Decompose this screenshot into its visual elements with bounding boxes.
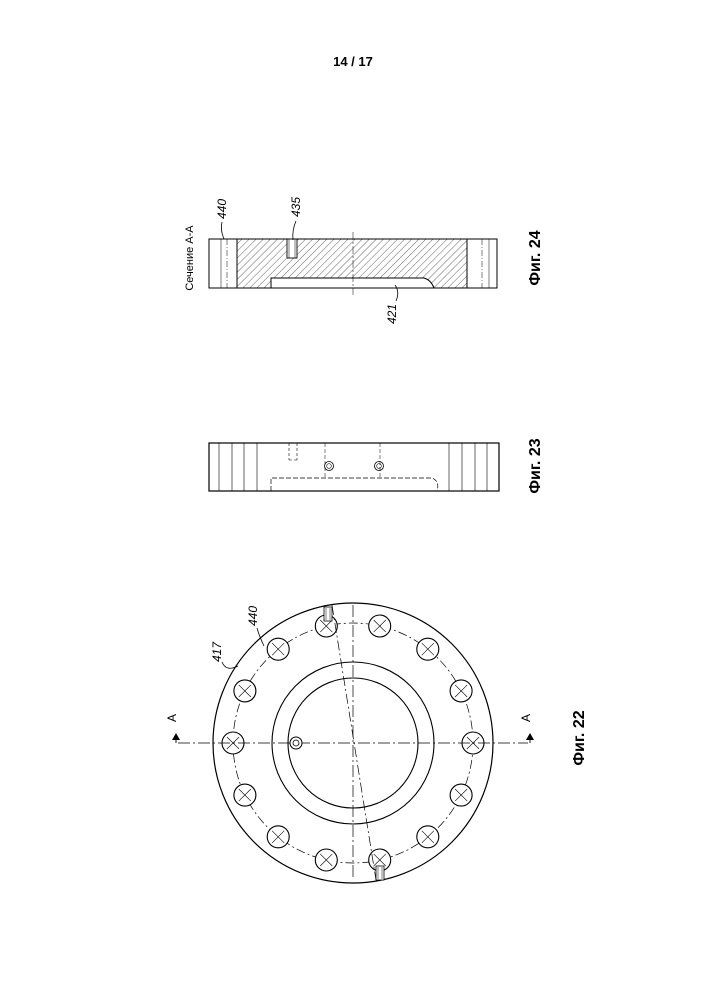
bolt-hole (267, 638, 289, 660)
section-title: Сечение А-А (184, 225, 196, 291)
bolt-hole (417, 826, 439, 848)
bolt-hole (267, 826, 289, 848)
bolt-hole (417, 638, 439, 660)
bolt-hole (234, 784, 256, 806)
section-arrow-bottom (526, 733, 534, 743)
leader-440-fig24 (221, 222, 224, 239)
leader-421 (395, 285, 398, 301)
ref-435: 435 (289, 197, 303, 217)
fig24-section-view: Сечение А-А 440 435 421 Фиг. 24 (184, 197, 544, 324)
side-view-outline (209, 443, 499, 491)
caption-fig23: Фиг. 23 (527, 438, 544, 493)
section-hatched-body (237, 239, 467, 288)
slanted-centerline (332, 605, 376, 880)
ref-417: 417 (210, 641, 224, 662)
ref-440-fig24: 440 (215, 199, 229, 219)
bolt-hole (369, 615, 391, 637)
leader-417 (222, 662, 238, 668)
leader-440-fig22 (257, 628, 264, 646)
leader-435 (293, 221, 296, 240)
section-label-bottom: A (519, 714, 533, 722)
bolt-hole (234, 680, 256, 702)
section-pin-bore (287, 239, 297, 258)
bottom-port (376, 866, 384, 880)
top-port (324, 607, 332, 621)
section-hole-left (209, 239, 237, 288)
bolt-hole (450, 680, 472, 702)
caption-fig22: Фиг. 22 (571, 710, 588, 765)
section-label-top: A (165, 714, 179, 722)
pin-hole (290, 737, 302, 749)
ref-421: 421 (385, 304, 399, 324)
fig22-flange-view: A A 417 440 Фиг. 22 (165, 603, 588, 883)
ref-440-fig22: 440 (246, 606, 260, 626)
bolt-hole (315, 849, 337, 871)
fig23-side-view: Фиг. 23 (209, 438, 544, 493)
section-arrow-top (172, 733, 180, 743)
caption-fig24: Фиг. 24 (527, 230, 544, 285)
bolt-hole (450, 784, 472, 806)
